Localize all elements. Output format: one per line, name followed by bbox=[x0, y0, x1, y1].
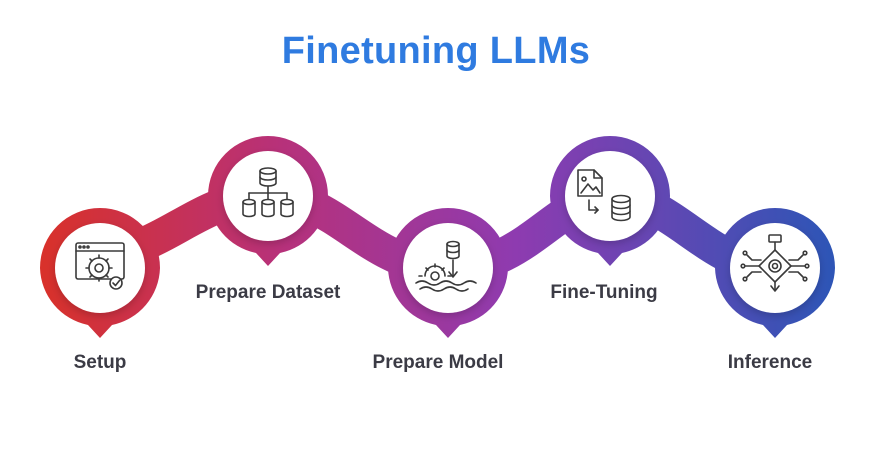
step-node-prepare-dataset bbox=[208, 136, 328, 266]
ai-chip-icon bbox=[740, 234, 810, 292]
step-node-setup bbox=[40, 208, 160, 338]
step-label-inference: Inference bbox=[727, 352, 813, 373]
database-hierarchy-icon bbox=[242, 167, 294, 218]
settings-window-icon bbox=[75, 242, 125, 290]
step-node-fine-tuning bbox=[550, 136, 670, 266]
image-to-database-icon bbox=[577, 169, 631, 222]
step-label-prepare-model: Prepare Model bbox=[372, 352, 504, 373]
step-label-setup: Setup bbox=[73, 352, 127, 373]
step-label-prepare-dataset: Prepare Dataset bbox=[195, 282, 341, 303]
step-label-fine-tuning: Fine-Tuning bbox=[550, 282, 658, 303]
step-node-inference bbox=[715, 208, 835, 338]
model-database-icon bbox=[415, 240, 477, 292]
step-node-prepare-model bbox=[388, 208, 508, 338]
page-title: Finetuning LLMs bbox=[281, 30, 591, 72]
